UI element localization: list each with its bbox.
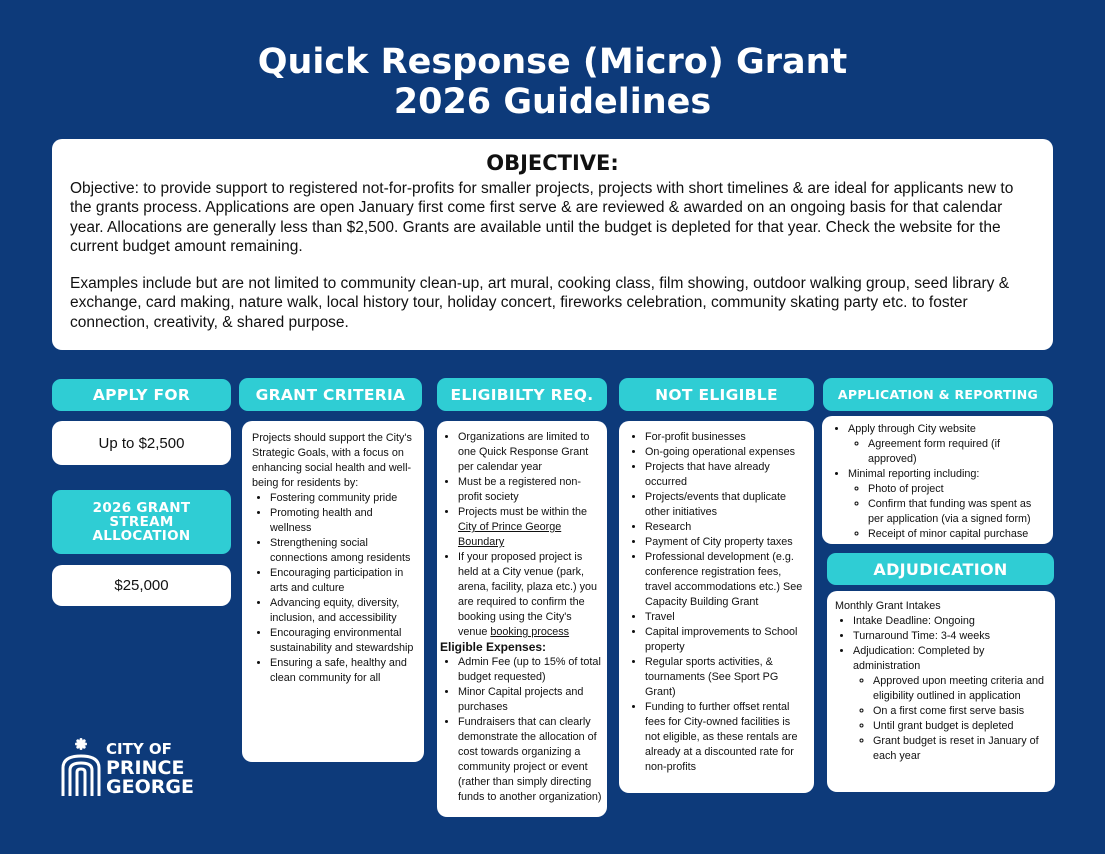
list-item: Adjudication: Completed by administratio…	[853, 644, 1049, 764]
logo-line-1: CITY OF	[106, 739, 172, 758]
objective-card: OBJECTIVE: Objective: to provide support…	[52, 139, 1053, 350]
list-item: Promoting health and wellness	[270, 506, 414, 536]
eligibility-heading: ELIGIBILTY REQ.	[437, 378, 607, 411]
list-item: Fundraisers that can clearly demonstrate…	[458, 715, 603, 805]
item-text: If your proposed project is held at a Ci…	[458, 551, 598, 638]
list-item: Admin Fee (up to 15% of total budget req…	[458, 655, 603, 685]
list-item: Intake Deadline: Ongoing	[853, 614, 1049, 629]
allocation-heading: 2026 GRANT STREAM ALLOCATION	[52, 490, 231, 554]
adjudication-heading: ADJUDICATION	[827, 553, 1054, 585]
list-item: Ensuring a safe, healthy and clean commu…	[270, 656, 414, 686]
list-item: Fostering community pride	[270, 491, 414, 506]
list-item: Apply through City website Agreement for…	[848, 422, 1047, 467]
objective-heading: OBJECTIVE:	[486, 151, 619, 175]
city-logo-wordmark: CITY OF PRINCE GEORGE	[106, 740, 194, 797]
list-item: Approved upon meeting criteria and eligi…	[873, 674, 1049, 704]
list-item: For-profit businesses	[645, 430, 808, 445]
sub-list: Approved upon meeting criteria and eligi…	[853, 674, 1049, 764]
not-eligible-heading: NOT ELIGIBLE	[619, 378, 814, 411]
booking-process-link[interactable]: booking process	[490, 626, 570, 638]
list-item: On-going operational expenses	[645, 445, 808, 460]
apply-for-heading: APPLY FOR	[52, 379, 231, 411]
item-text: Projects must be within the	[458, 506, 588, 518]
list-item: Payment of City property taxes	[645, 535, 808, 550]
logo-line-3: GEORGE	[106, 775, 194, 798]
list-item: If your proposed project is held at a Ci…	[458, 550, 603, 640]
list-item: Agreement form required (if approved)	[868, 437, 1047, 467]
list-item: Capital improvements to School property	[645, 625, 808, 655]
sub-list: Photo of project Confirm that funding wa…	[848, 482, 1047, 542]
eligible-expenses-heading: Eligible Expenses:	[440, 640, 547, 654]
title-line-1: Quick Response (Micro) Grant	[257, 42, 848, 82]
list-item: Strengthening social connections among r…	[270, 536, 414, 566]
list-item: Photo of project	[868, 482, 1047, 497]
logo-line-2: PRINCE	[106, 756, 185, 779]
examples-paragraph: Examples include but are not limited to …	[70, 275, 1010, 331]
list-item: On a first come first serve basis	[873, 704, 1049, 719]
not-eligible-list: For-profit businesses On-going operation…	[627, 430, 808, 775]
allocation-value: $25,000	[52, 565, 231, 606]
title-line-2: 2026 Guidelines	[393, 82, 712, 122]
list-item: Travel	[645, 610, 808, 625]
eligibility-list: Organizations are limited to one Quick R…	[440, 430, 603, 640]
expenses-list: Admin Fee (up to 15% of total budget req…	[440, 655, 603, 805]
item-text: Apply through City website	[848, 423, 976, 435]
list-item: Grant budget is reset in January of each…	[873, 734, 1049, 764]
apply-for-value: Up to $2,500	[52, 421, 231, 465]
list-item: Regular sports activities, & tournaments…	[645, 655, 808, 700]
list-item: Funding to further offset rental fees fo…	[645, 700, 808, 775]
not-eligible-card: For-profit businesses On-going operation…	[619, 421, 814, 793]
reporting-list: Apply through City website Agreement for…	[830, 422, 1047, 542]
sub-list: Agreement form required (if approved)	[848, 437, 1047, 467]
city-logo-icon	[61, 738, 101, 796]
list-item: Projects/events that duplicate other ini…	[645, 490, 808, 520]
list-item: Encouraging environmental sustainability…	[270, 626, 414, 656]
objective-paragraph: Objective: to provide support to registe…	[70, 180, 1014, 255]
list-item: Confirm that funding was spent as per ap…	[868, 497, 1047, 527]
adjudication-list: Intake Deadline: Ongoing Turnaround Time…	[835, 614, 1049, 764]
list-item: Projects that have already occurred	[645, 460, 808, 490]
city-logo: CITY OF PRINCE GEORGE	[60, 738, 194, 798]
list-item: Organizations are limited to one Quick R…	[458, 430, 603, 475]
grant-criteria-card: Projects should support the City's Strat…	[242, 421, 424, 762]
list-item: Professional development (e.g. conferenc…	[645, 550, 808, 610]
grant-criteria-heading: GRANT CRITERIA	[239, 378, 422, 411]
application-reporting-heading: APPLICATION & REPORTING	[823, 378, 1053, 411]
list-item: Minimal reporting including: Photo of pr…	[848, 467, 1047, 542]
list-item: Turnaround Time: 3-4 weeks	[853, 629, 1049, 644]
list-item: Receipt of minor capital purchase	[868, 527, 1047, 542]
list-item: Projects must be within the City of Prin…	[458, 505, 603, 550]
list-item: Minor Capital projects and purchases	[458, 685, 603, 715]
list-item: Advancing equity, diversity, inclusion, …	[270, 596, 414, 626]
item-text: Adjudication: Completed by administratio…	[853, 645, 985, 672]
list-item: Until grant budget is depleted	[873, 719, 1049, 734]
application-reporting-card: Apply through City website Agreement for…	[822, 416, 1053, 544]
criteria-list: Fostering community pride Promoting heal…	[252, 491, 414, 686]
criteria-intro: Projects should support the City's Strat…	[252, 432, 412, 489]
page-title: Quick Response (Micro) Grant 2026 Guidel…	[0, 42, 1105, 122]
list-item: Encouraging participation in arts and cu…	[270, 566, 414, 596]
adjudication-intro: Monthly Grant Intakes	[835, 600, 941, 612]
eligibility-card: Organizations are limited to one Quick R…	[437, 421, 607, 817]
item-text: Minimal reporting including:	[848, 468, 980, 480]
adjudication-card: Monthly Grant Intakes Intake Deadline: O…	[827, 591, 1055, 792]
list-item: Research	[645, 520, 808, 535]
boundary-link[interactable]: City of Prince George Boundary	[458, 521, 562, 548]
list-item: Must be a registered non-profit society	[458, 475, 603, 505]
